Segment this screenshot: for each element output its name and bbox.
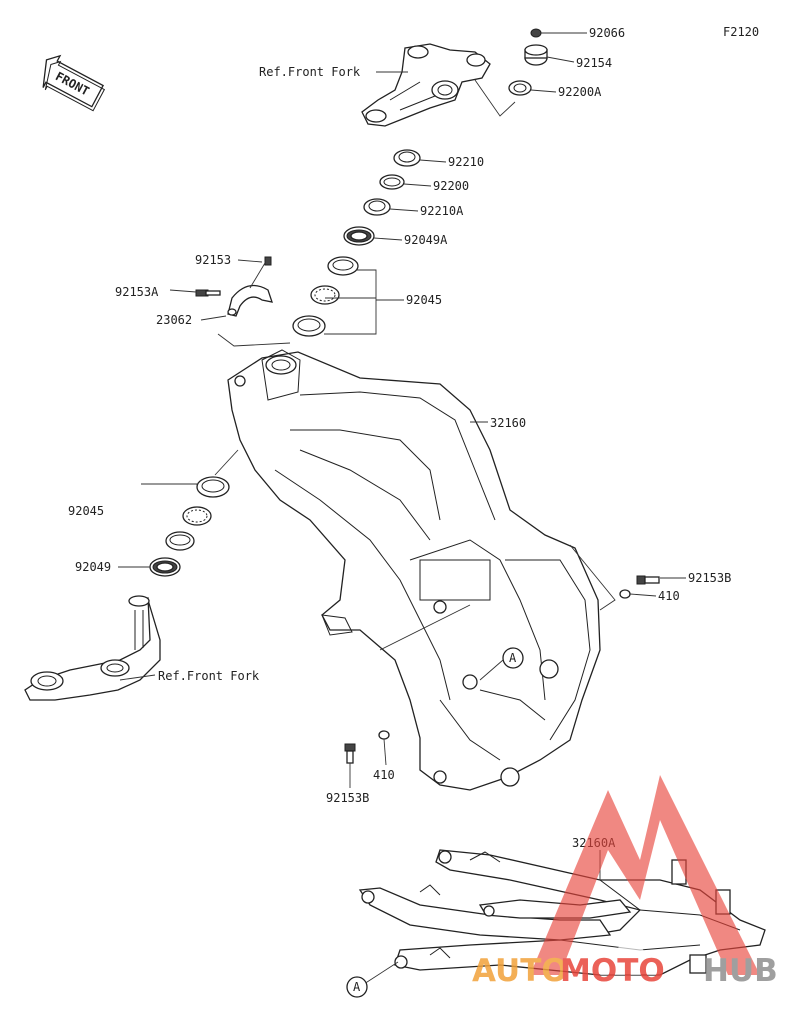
ref-marker-a-subframe: A [346,976,368,998]
leader-lines [118,32,686,985]
callout-23062: 23062 [156,313,192,327]
upper-triple-clamp [361,43,491,127]
figure-code: F2120 [723,25,759,39]
callout-92210A: 92210A [420,204,464,218]
washer-410-right [619,589,631,599]
ball-bearing-lower [182,506,212,526]
bolt-92153B-right [636,575,660,585]
ball-bearing-upper [310,285,340,305]
bearing-race-lower [196,476,230,498]
bolt-92153B-bottom [344,743,356,764]
collar-92210A [363,198,391,216]
callout-92200: 92200 [433,179,469,193]
washer-410-bottom [378,730,390,740]
ref-front-fork-top: Ref.Front Fork [259,65,361,79]
automotohub-watermark: AUTO MOTO HUB [472,775,778,989]
callout-32160: 32160 [490,416,526,430]
stem-nut-cap-92066 [530,28,542,38]
washer-92200 [379,174,405,190]
steering-stem-lower-clamp [24,595,161,701]
callout-410-right: 410 [658,589,680,603]
callout-92210: 92210 [448,155,484,169]
callout-410-bottom: 410 [373,768,395,782]
bolt-92153 [264,256,272,266]
callout-92153: 92153 [195,253,231,267]
callout-92049: 92049 [75,560,111,574]
seal-92049 [149,557,181,577]
callout-92153B-bottom: 92153B [326,791,369,805]
front-direction-badge: FRONT [42,54,106,112]
callout-92045-left: 92045 [68,504,104,518]
bolt-92153A [195,289,221,297]
svg-text:A: A [509,651,517,665]
cable-bracket-23062 [227,284,273,317]
watermark-auto: AUTO [472,953,568,989]
callout-92049A: 92049A [404,233,448,247]
callout-92200A: 92200A [558,85,602,99]
callout-92154: 92154 [576,56,612,70]
watermark-hub: HUB [703,953,778,989]
ref-front-fork-bottom: Ref.Front Fork [158,669,260,683]
watermark-moto: MOTO [560,953,665,989]
ref-marker-a-frame: A [502,647,524,669]
bearing-race-outer-lower [165,531,195,551]
bearing-race-outer-upper [292,315,326,337]
bearing-race-upper [327,256,359,276]
watermark-logo-mark [530,775,760,975]
washer-92200A [508,80,532,96]
svg-text:A: A [353,980,361,994]
callout-92045-top: 92045 [406,293,442,307]
collar-92210 [393,149,421,167]
callout-92066: 92066 [589,26,625,40]
callout-92153B-right: 92153B [688,571,731,585]
main-frame-32160 [227,349,601,791]
seal-92049A [343,226,375,246]
stem-nut-92154 [524,44,548,66]
callout-92153A: 92153A [115,285,159,299]
